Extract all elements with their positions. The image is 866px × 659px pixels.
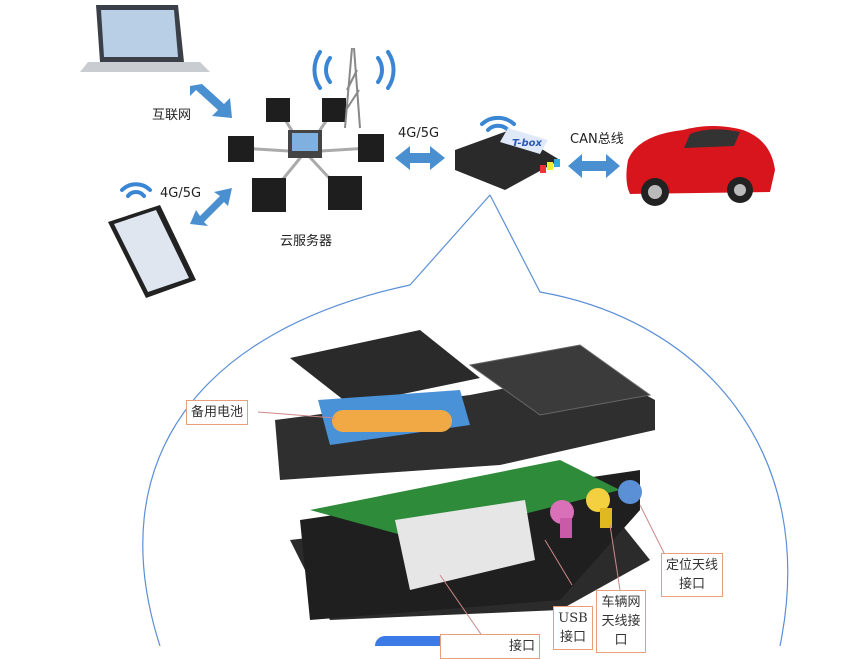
internet-label: 互联网 bbox=[152, 108, 192, 123]
callout-leader-lines bbox=[257, 411, 666, 641]
callout-usb-port: USB接口 bbox=[553, 606, 593, 650]
callout-bottom-port-partial: 接口 bbox=[440, 634, 540, 659]
callout-gps-antenna-port: 定位天线接口 bbox=[661, 553, 723, 597]
cell-tower-icon bbox=[344, 47, 361, 129]
cloud-server-cluster-icon bbox=[228, 98, 384, 212]
cloud-server-label: 云服务器 bbox=[280, 234, 333, 249]
tbox-logo: T-box bbox=[512, 138, 543, 149]
callout-vehicle-network-antenna-port: 车辆网天线接口 bbox=[596, 590, 646, 653]
smartphone-icon bbox=[108, 205, 196, 298]
wifi-icon bbox=[120, 50, 516, 198]
tbox-exploded-view bbox=[275, 330, 655, 620]
server-network-label: 4G/5G bbox=[398, 126, 440, 141]
bidirectional-arrows bbox=[190, 84, 620, 226]
can-bus-label: CAN总线 bbox=[570, 132, 624, 147]
car-icon bbox=[626, 126, 775, 206]
laptop-icon bbox=[80, 5, 210, 72]
tbox-device-icon: T-box bbox=[455, 128, 560, 190]
callout-backup-battery: 备用电池 bbox=[186, 400, 249, 425]
mobile-network-label: 4G/5G bbox=[160, 186, 202, 201]
